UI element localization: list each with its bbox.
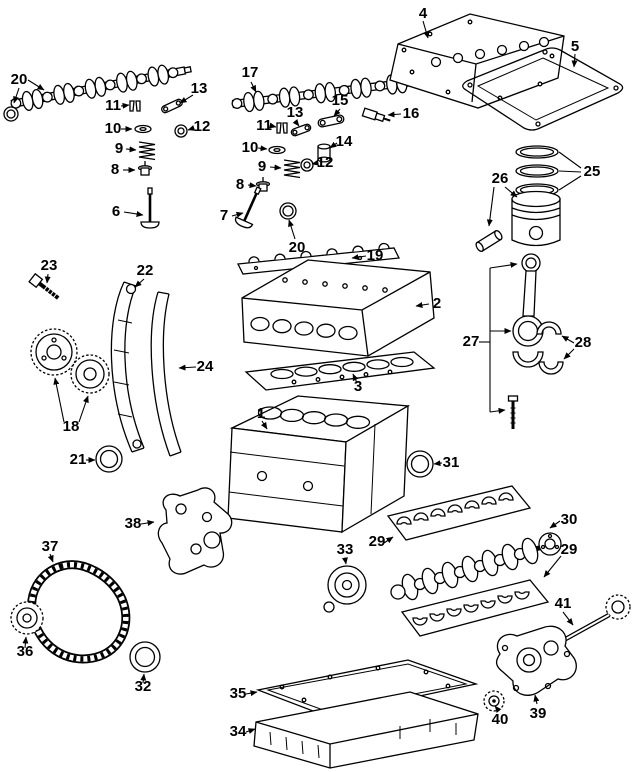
- callout-6-valve[interactable]: 6: [112, 203, 120, 220]
- callout-37-chain[interactable]: 37: [42, 538, 59, 555]
- callout-23-bolt[interactable]: 23: [41, 257, 58, 274]
- part-timing-chain: [32, 565, 126, 659]
- callout-15-rocker[interactable]: 15: [332, 92, 349, 109]
- callout-10-retainer[interactable]: 10: [105, 120, 122, 137]
- callout-12-lifter[interactable]: 12: [194, 118, 211, 135]
- callout-41-pump-shaft[interactable]: 41: [555, 595, 572, 612]
- part-front-seal: [129, 641, 161, 673]
- callout-33-hub[interactable]: 33: [337, 541, 354, 558]
- leader-lines: [13, 20, 582, 734]
- callout-24-rail[interactable]: 24: [197, 358, 214, 375]
- part-oil-pump: [495, 625, 577, 696]
- callout-11-keeper[interactable]: 11: [105, 97, 121, 114]
- callout-31-seal[interactable]: 31: [443, 454, 460, 471]
- callout-11-keeper-2[interactable]: 11: [256, 117, 272, 134]
- callout-13-rocker[interactable]: 13: [191, 80, 208, 97]
- part-exhaust-valve: [140, 187, 160, 229]
- callout-26-piston[interactable]: 26: [492, 170, 509, 187]
- part-oil-pan: [253, 691, 479, 769]
- callout-8-seal-2[interactable]: 8: [236, 176, 244, 193]
- part-main-bearings-lower: [400, 579, 550, 637]
- callout-40-pump-sprocket[interactable]: 40: [492, 711, 509, 728]
- part-main-bearings-upper: [386, 485, 532, 541]
- callout-21-seal[interactable]: 21: [70, 451, 87, 468]
- part-oil-pump-sprocket: [483, 690, 505, 712]
- part-head-gasket: [244, 351, 436, 391]
- callout-10-retainer-2[interactable]: 10: [242, 139, 259, 156]
- part-connecting-rod: [507, 253, 544, 429]
- callout-12-lifter-2[interactable]: 12: [317, 154, 334, 171]
- callout-7-valve[interactable]: 7: [220, 207, 228, 224]
- part-rod-bearings: [536, 321, 564, 375]
- part-valve-cover-gasket: [462, 47, 624, 131]
- callout-36-sprocket[interactable]: 36: [17, 643, 34, 660]
- part-shaft-seal-31: [406, 450, 434, 478]
- part-camshaft-front-seal: [95, 445, 123, 473]
- callout-25-rings[interactable]: 25: [584, 163, 601, 180]
- part-valve-cover: [389, 13, 565, 109]
- callout-32-seal[interactable]: 32: [135, 678, 152, 695]
- part-valvetrain-center: [255, 107, 391, 192]
- part-camshaft-seal: [279, 202, 297, 220]
- callout-28-bearings[interactable]: 28: [575, 334, 592, 351]
- part-piston: [475, 190, 561, 252]
- callout-27-rod[interactable]: 27: [463, 333, 480, 350]
- part-cylinder-head: [241, 259, 435, 357]
- part-valvetrain-left: [129, 98, 188, 176]
- callout-18-gears[interactable]: 18: [63, 418, 80, 435]
- callout-19-ledge[interactable]: 19: [367, 247, 384, 264]
- part-crank-hub: [323, 565, 367, 613]
- callout-labels: 20 11 13 10 12 9 8 6 17 13 15 16 11 10 1…: [11, 5, 601, 740]
- callout-2-head[interactable]: 2: [433, 295, 441, 312]
- part-engine-block: [227, 395, 411, 534]
- part-camshaft-exhaust: [9, 63, 192, 112]
- callout-29-upper[interactable]: 29: [369, 533, 386, 550]
- part-timing-gears: [30, 328, 110, 394]
- callout-3-head-gasket[interactable]: 3: [354, 378, 362, 395]
- callout-1-block[interactable]: 1: [257, 405, 265, 422]
- callout-17-camshaft[interactable]: 17: [242, 64, 259, 81]
- part-crank-sprocket: [10, 601, 44, 635]
- part-crankshaft: [390, 532, 562, 601]
- callout-14-lifter[interactable]: 14: [336, 133, 353, 150]
- callout-16-plug[interactable]: 16: [403, 105, 420, 122]
- callout-4-valve-cover[interactable]: 4: [419, 5, 428, 22]
- part-bolt-23: [28, 272, 60, 300]
- callout-9-spring[interactable]: 9: [115, 140, 123, 157]
- callout-29-lower[interactable]: 29: [561, 541, 578, 558]
- part-intake-valve: [234, 186, 262, 229]
- callout-13-rocker-2[interactable]: 13: [287, 104, 304, 121]
- callout-5-cover-gasket[interactable]: 5: [571, 38, 579, 55]
- part-chain-guide: [110, 281, 145, 453]
- callout-38-bracket[interactable]: 38: [125, 515, 142, 532]
- callout-20-seal[interactable]: 20: [289, 239, 306, 256]
- part-support-bracket: [157, 487, 233, 575]
- callout-8-seal[interactable]: 8: [111, 161, 119, 178]
- part-tensioner-rail: [150, 291, 182, 457]
- callout-22-guide[interactable]: 22: [137, 262, 154, 279]
- callout-35-pan-gasket[interactable]: 35: [230, 685, 247, 702]
- callout-9-spring-2[interactable]: 9: [258, 158, 266, 175]
- part-piston-rings: [515, 145, 559, 197]
- callout-20-camshaft[interactable]: 20: [11, 71, 28, 88]
- callout-30-crankshaft[interactable]: 30: [561, 511, 578, 528]
- callout-34-oil-pan[interactable]: 34: [230, 723, 247, 740]
- part-camshaft-seal-rear: [3, 106, 19, 122]
- callout-39-oil-pump[interactable]: 39: [530, 705, 547, 722]
